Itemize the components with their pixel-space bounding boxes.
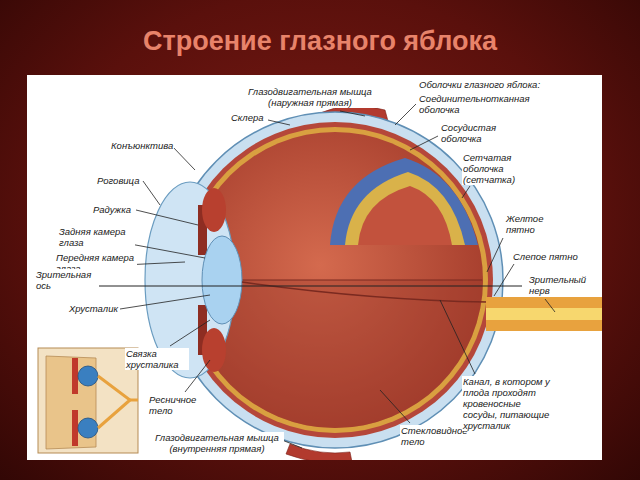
- slide-title: Строение глазного яблока: [0, 26, 640, 57]
- cut-sclera: [330, 158, 478, 245]
- vitreous-body: [187, 132, 483, 428]
- part-label: Конъюнктива: [110, 140, 174, 151]
- optic-nerve: [486, 297, 602, 331]
- retina: [182, 127, 488, 433]
- cut-inner: [358, 186, 452, 245]
- part-label: Ресничное тело: [148, 394, 208, 416]
- sclera: [167, 112, 503, 448]
- choroid: [177, 122, 493, 438]
- part-label: Радужка: [92, 204, 132, 215]
- part-label: Канал, в котором у плода проходят кровен…: [462, 376, 552, 431]
- part-label: Зрительный нерв: [528, 274, 596, 296]
- part-label: Задняя камера глаза: [58, 226, 135, 248]
- part-label: Сетчатая оболочка (сетчатка): [462, 152, 542, 185]
- part-label: Склера: [230, 112, 265, 123]
- cut-retina: [345, 172, 465, 245]
- lens: [202, 236, 242, 324]
- part-label: Соединительнотканная оболочка: [418, 93, 545, 115]
- part-label: Связка хрусталика: [125, 348, 189, 370]
- part-label: Сосудистая оболочка: [440, 122, 517, 144]
- part-label: Хрусталик: [68, 303, 119, 314]
- hyaloid-canal: [242, 282, 488, 302]
- visual-axis: [58, 286, 522, 287]
- leader-lines: [120, 104, 555, 448]
- part-label: Глазодвигательная мышца (наружная прямая…: [243, 86, 377, 108]
- skull-inset: [38, 348, 138, 453]
- part-label: Зрительная ось: [35, 269, 99, 291]
- white-panel: [27, 75, 602, 460]
- part-label: Слепое пятно: [512, 251, 579, 262]
- section-line: [240, 280, 482, 281]
- part-label: Роговица: [96, 175, 140, 186]
- part-label: Глазодвигательная мышца (внутренняя прям…: [150, 432, 284, 454]
- ciliary-body: [202, 188, 226, 232]
- optic-nerve-core: [486, 308, 602, 320]
- part-label: Оболочки глазного яблока:: [418, 79, 541, 90]
- part-label: Желтое пятно: [505, 213, 557, 235]
